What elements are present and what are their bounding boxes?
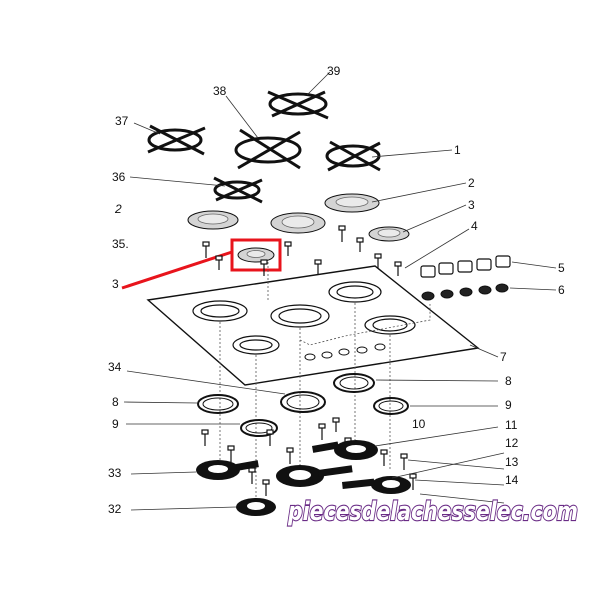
burner-body-center (276, 465, 353, 487)
callout-2-left: 2 (114, 202, 122, 216)
callout-39: 39 (327, 64, 341, 78)
callout-13: 13 (505, 455, 519, 469)
watermark-text: piecesdelachesselec.com (287, 497, 578, 527)
callout-11: 11 (505, 418, 518, 432)
burner-cap-2 (324, 193, 380, 213)
callout-4: 4 (471, 219, 478, 233)
control-knobs (420, 255, 511, 278)
hob-burner-openings (192, 281, 416, 355)
burner-cap-left (187, 210, 239, 230)
callout-12: 12 (505, 436, 519, 450)
callout-9: 9 (505, 398, 512, 412)
burner-body-right (342, 476, 411, 494)
callout-35: 35. (112, 237, 129, 251)
callout-32: 32 (108, 502, 122, 516)
callout-37: 37 (115, 114, 129, 128)
callout-36: 36 (112, 170, 126, 184)
red-pointer-arrow (121, 250, 233, 290)
hob-knob-holes (304, 343, 386, 361)
callout-9-left: 9 (112, 417, 119, 431)
pan-support-37 (147, 124, 206, 156)
burner-body-10 (312, 440, 378, 460)
seal-rings (197, 373, 409, 437)
callout-7: 7 (500, 350, 507, 364)
callout-3-left: 3 (112, 277, 119, 291)
pan-support-38 (234, 128, 302, 170)
burner-body-32 (236, 498, 276, 516)
callout-6: 6 (558, 283, 565, 297)
knob-bezels (421, 283, 509, 301)
highlighted-burner-cap (230, 238, 282, 272)
callout-5: 5 (558, 261, 565, 275)
callout-1: 1 (454, 143, 461, 157)
callout-14: 14 (505, 473, 519, 487)
burner-cap-center (270, 212, 326, 234)
callout-labels: 39 38 37 1 36 2 2 3 4 35. 5 3 6 7 34 8 8… (108, 64, 565, 516)
screws-top (202, 225, 402, 276)
callout-2: 2 (468, 176, 475, 190)
callout-3: 3 (468, 198, 475, 212)
callout-8: 8 (505, 374, 512, 388)
callout-34: 34 (108, 360, 122, 374)
assembly-guide-lines (219, 260, 431, 500)
callout-33: 33 (108, 466, 122, 480)
callout-8-left: 8 (112, 395, 119, 409)
callout-10: 10 (412, 417, 426, 431)
callout-38: 38 (213, 84, 227, 98)
burner-cap-3 (368, 226, 410, 242)
pan-support-36 (213, 176, 263, 204)
pan-support-1 (325, 140, 381, 172)
pan-support-39 (267, 90, 329, 120)
burner-body-33 (196, 460, 259, 480)
leader-lines (123, 71, 557, 511)
